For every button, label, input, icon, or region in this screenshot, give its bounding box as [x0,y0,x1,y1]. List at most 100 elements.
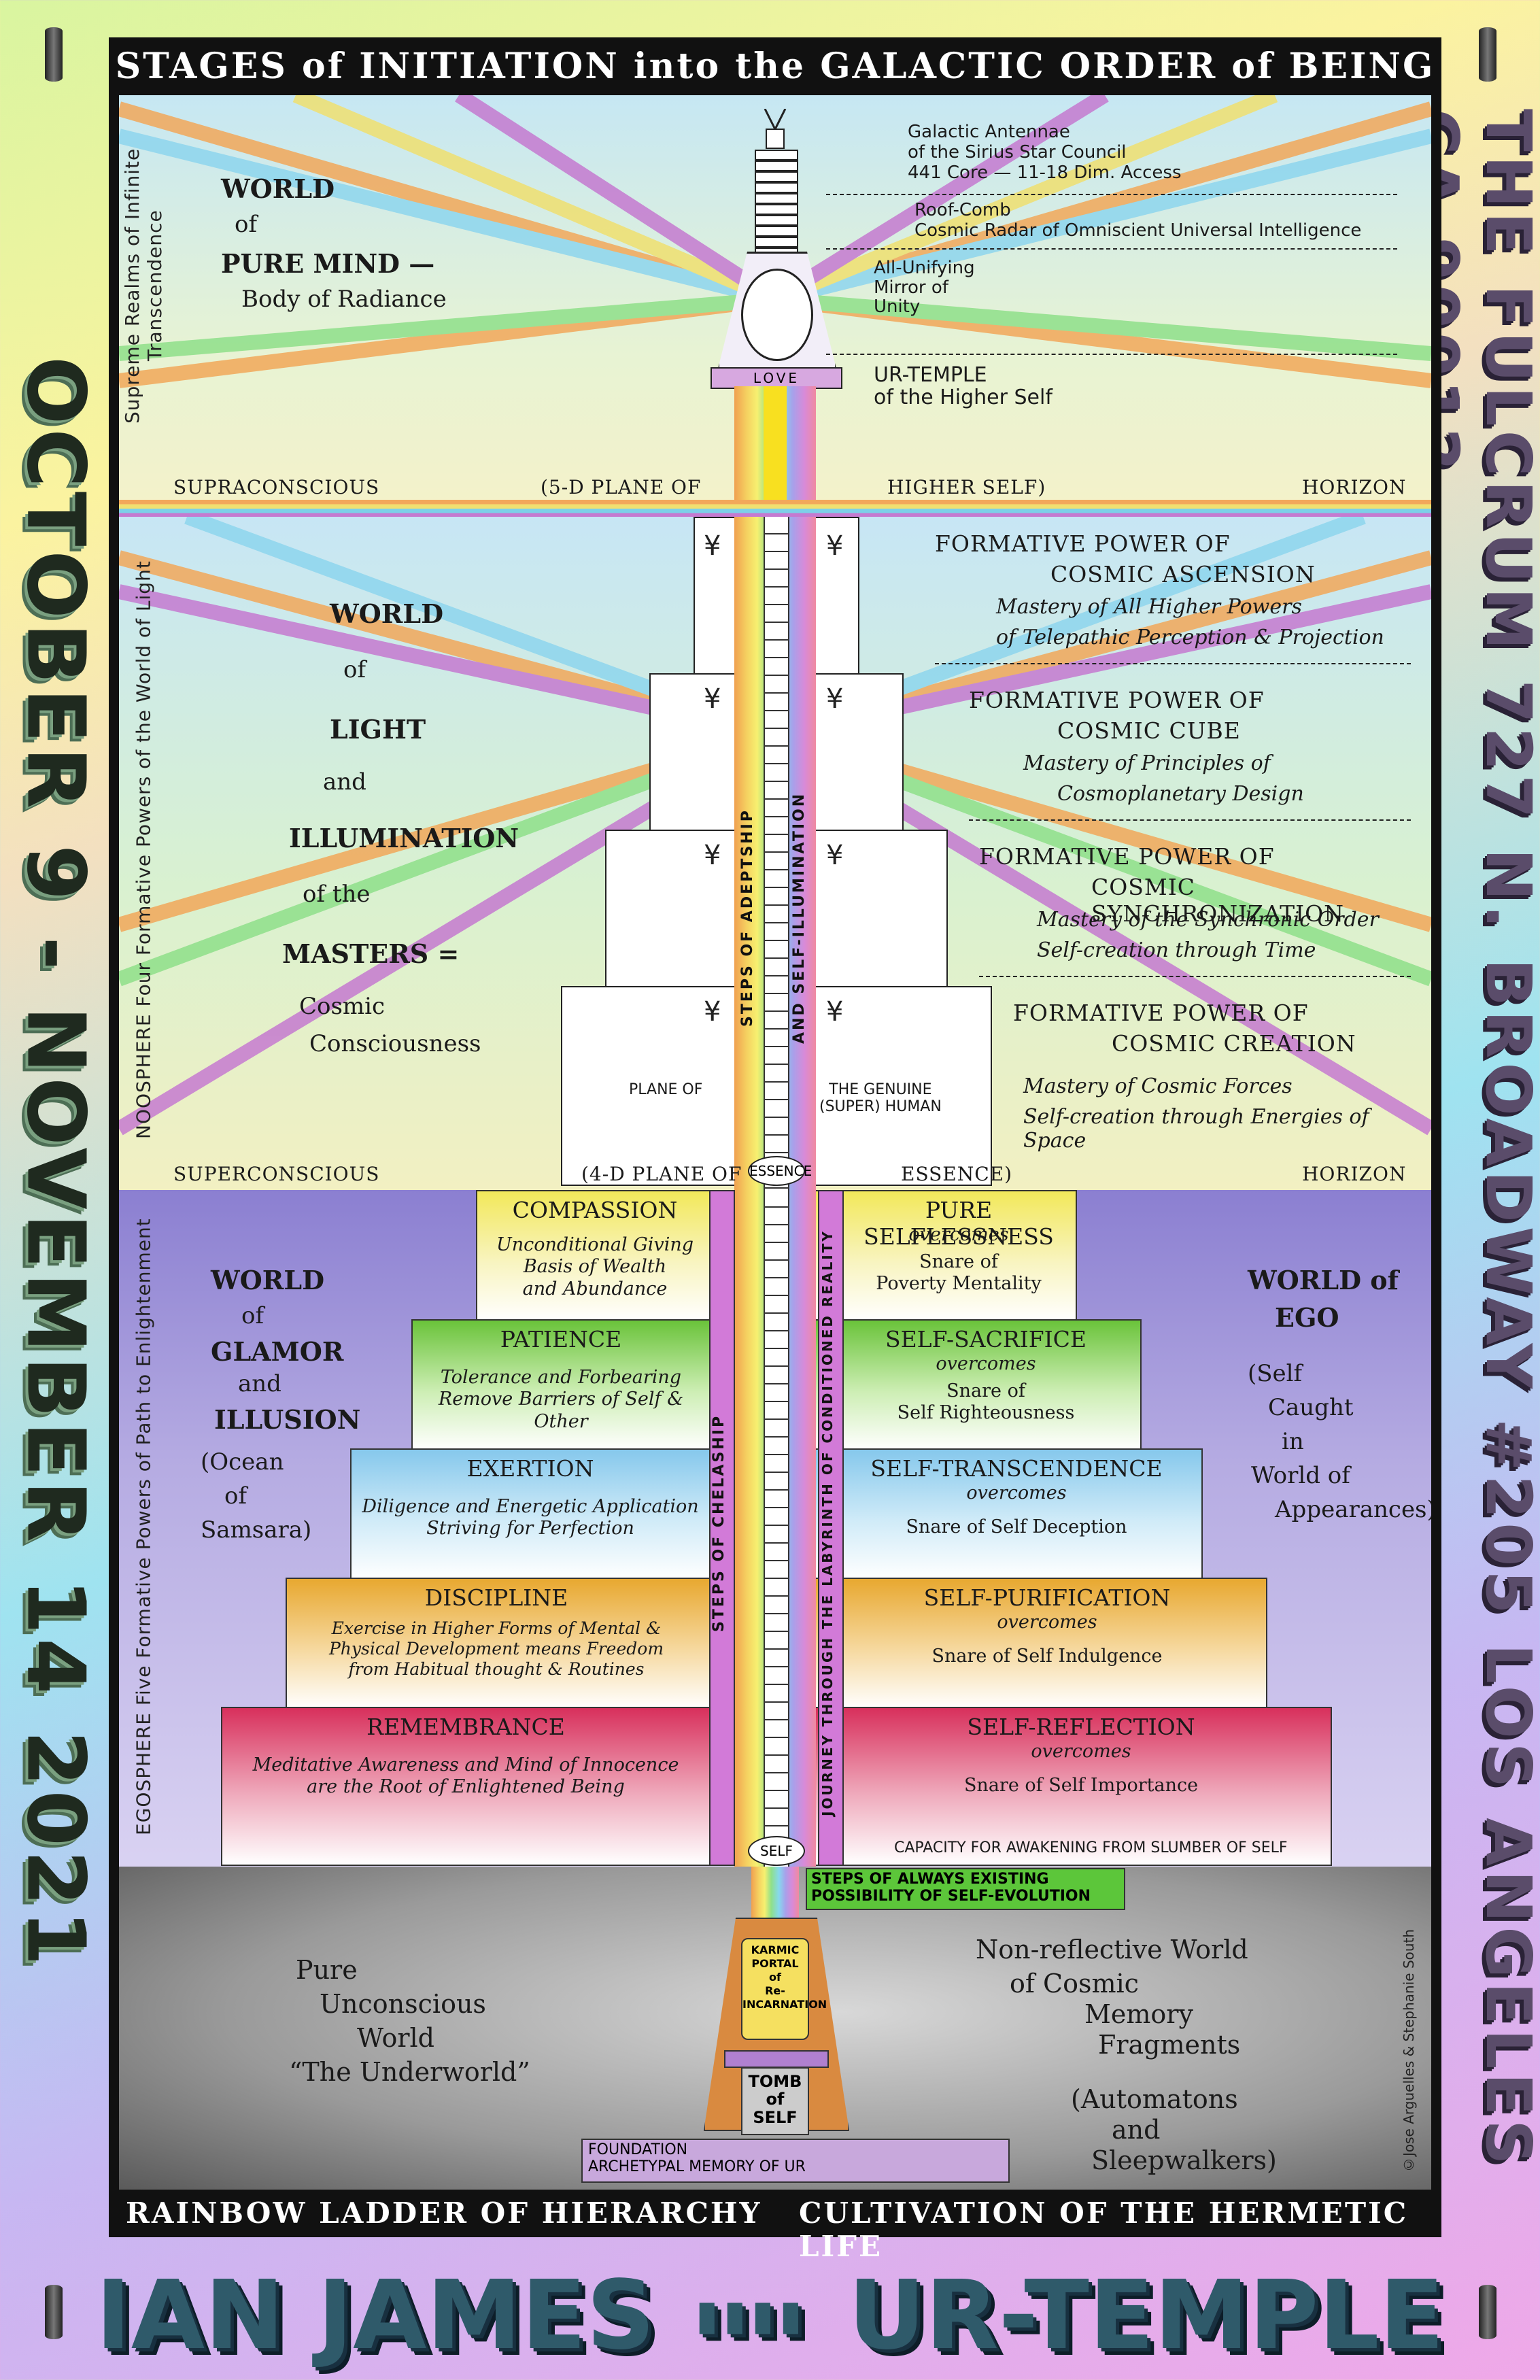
leader-line [969,819,1411,821]
poster-title: STAGES of INITIATION into the GALACTIC O… [109,37,1441,95]
exhibit-name: UR-TEMPLE [848,2260,1445,2371]
ego-caught: Caught [1268,1394,1354,1421]
corner-cylinder-icon [45,27,63,82]
world2-cosmic: Cosmic [299,993,386,1020]
zone-underworld: STEPS OF ALWAYS EXISTING POSSIBILITY OF … [119,1867,1431,2190]
ego-appearances: Appearances) [1275,1496,1431,1523]
yen-symbol-icon: ¥ [826,996,844,1027]
column-base [751,1867,799,1921]
rainbow-rays [119,95,1431,388]
leader-line [826,248,1397,250]
poster-footer: RAINBOW LADDER OF HIERARCHY CULTIVATION … [109,2190,1441,2263]
copyright-credit: ©Jose Arguelles & Stephanie South [1401,1928,1417,2173]
step-left-desc: Exercise in Higher Forms of Mental & Phy… [328,1618,664,1679]
artist-banner: IAN JAMES ▮▮▮▮ UR-TEMPLE [0,2251,1540,2380]
power-1-desc: Mastery of All Higher Powers [996,595,1302,619]
corner-cylinder-icon [1479,2285,1496,2339]
mirror-oval [741,269,813,361]
step-overcomes: overcomes [966,1482,1067,1503]
portal-ledge [724,2050,829,2068]
power-2-title2: COSMIC CUBE [1057,717,1241,744]
foundation-label: FOUNDATION ARCHETYPAL MEMORY OF UR [581,2139,1010,2183]
zone3-side-label: EGOSPHERE Five Formative Powers of Path … [132,1218,155,1835]
horizon-label: HORIZON [1302,476,1407,498]
memory-label: Memory [1084,1999,1193,2029]
glamor-of: of [241,1302,264,1329]
capacity-label: CAPACITY FOR AWAKENING FROM SLUMBER OF S… [894,1839,1288,1856]
automatons-label: (Automatons [1071,2084,1238,2114]
footer-rainbow-ladder: RAINBOW LADDER OF HIERARCHY [126,2196,762,2230]
yen-symbol-icon: ¥ [704,530,721,562]
footer-hermetic-life: CULTIVATION OF THE HERMETIC LIFE [799,2196,1409,2263]
glamor-illusion: ILLUSION [214,1404,361,1435]
horizon-label: HORIZON [1302,1163,1407,1185]
step-snare: Snare of Self Deception [906,1516,1127,1537]
annotation-antennae: Galactic Antennae of the Sirius Star Cou… [908,122,1182,183]
power-3-desc2: Self-creation through Time [1037,938,1316,962]
world2-and: and [323,768,366,796]
step-overcomes: overcomes [1031,1741,1131,1762]
column-core [764,386,787,517]
step-left-title: EXERTION [466,1455,594,1482]
power-4-desc: Mastery of Cosmic Forces [1023,1074,1293,1098]
banner-separator: ▮▮▮▮ [696,2292,808,2339]
step-right-title: PURE SELFLESSNESS [863,1197,1054,1250]
poster: STAGES of INITIATION into the GALACTIC O… [109,37,1441,2263]
ego-self: (Self [1248,1360,1303,1387]
yen-symbol-icon: ¥ [826,840,844,871]
leader-line [935,663,1411,664]
glamor-of2: of [224,1482,247,1510]
step-overcomes: overcomes [936,1353,1036,1374]
corner-cylinder-icon [45,2285,63,2339]
world2-consciousness: Consciousness [309,1030,481,1057]
ladder [764,1190,789,1867]
horizon-higher-self: HIGHER SELF) [887,476,1046,498]
cosmic-label: of Cosmic [1010,1969,1139,1999]
power-3-desc: Mastery of the Synchronic Order [1037,908,1379,932]
chelaship-band [709,1190,735,1866]
power-1-title2: COSMIC ASCENSION [1050,561,1316,588]
leader-line [826,194,1397,195]
step-snare: Snare of Self Righteousness [897,1380,1075,1424]
power-3-title2: COSMIC SYNCHRONIZATION [1091,874,1345,927]
glamor-ocean: (Ocean [201,1448,284,1476]
world2-title: WORLD [330,598,444,629]
world-of-1: of [235,211,258,238]
ego-world-of: WORLD of [1248,1265,1399,1295]
step-left-title: PATIENCE [500,1326,622,1353]
step-overcomes: overcomes [908,1224,1009,1245]
antenna-icon [758,108,792,150]
world-title-1: WORLD [221,173,335,204]
zone-light-illumination: NOOSPHERE Four Formative Powers of the W… [119,517,1431,1190]
fragments-label: Fragments [1098,2030,1241,2060]
nonreflective-world: Non-reflective World [976,1935,1248,1965]
world2-of-the: of the [303,881,371,908]
zone1-side-label: Supreme Realms of Infinite Transcendence [121,148,166,424]
labyrinth-band [818,1190,844,1866]
step-left-desc: Unconditional Giving Basis of Wealth and… [496,1234,694,1299]
ego-world-of2: World of [1251,1462,1350,1489]
col-self-illumination: AND SELF-ILLUMINATION [791,792,808,1044]
artist-name: IAN JAMES [95,2260,655,2371]
step-snare: Snare of Self Importance [963,1775,1199,1796]
step-right-title: SELF-REFLECTION [967,1714,1195,1740]
underworld-pure: Pure [296,1955,358,1985]
ego-title: EGO [1275,1302,1339,1333]
annotation-mirror: All-Unifying Mirror of Unity [874,258,975,318]
annotation-ur-temple: UR-TEMPLE of the Higher Self [874,363,1053,409]
yen-symbol-icon: ¥ [826,530,844,562]
step-right-title: SELF-SACRIFICE [885,1326,1087,1353]
glamor-samsara: Samsara) [201,1516,312,1544]
power-1-desc2: of Telepathic Perception & Projection [996,626,1384,649]
power-2-desc2: Cosmoplanetary Design [1057,782,1304,806]
step-right-title: SELF-PURIFICATION [923,1584,1171,1611]
underworld-world: World [357,2023,434,2053]
horizon-stripe [119,500,1431,517]
step-left-desc: Diligence and Energetic Application Stri… [362,1496,699,1540]
glamor-and: and [238,1370,281,1397]
yen-symbol-icon: ¥ [704,840,721,871]
glamor-world: WORLD [211,1265,325,1295]
annotation-roof-comb: Roof-Comb Cosmic Radar of Omniscient Uni… [914,200,1362,241]
world2-illumination: ILLUMINATION [289,823,519,853]
power-4-desc2: Self-creation through Energies of Space [1023,1105,1369,1153]
